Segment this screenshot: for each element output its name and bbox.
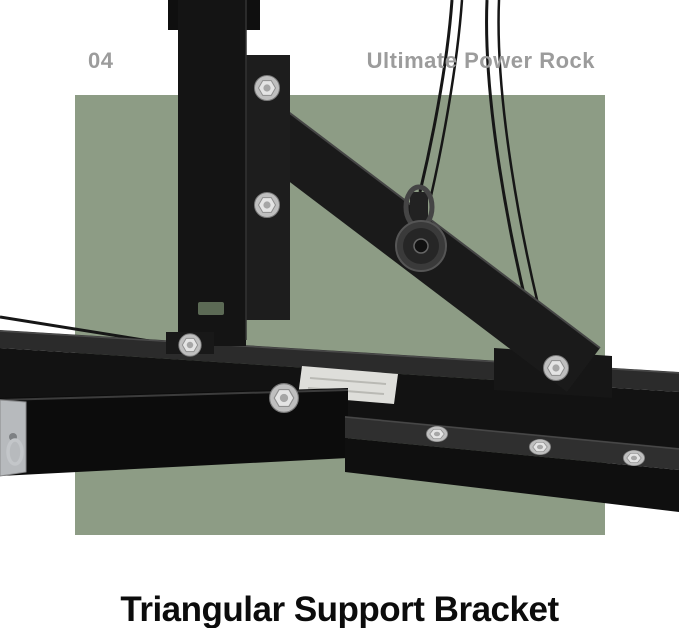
hex-bolt-post-lower	[254, 192, 280, 218]
brand-name: Ultimate Power Rock	[366, 48, 595, 73]
header: 04 Ultimate Power Rock	[88, 48, 595, 74]
hex-bolt-beam-front	[269, 383, 299, 413]
hex-bolt-leg-1	[425, 425, 449, 443]
hex-bolt-bracket-foot	[543, 355, 569, 381]
step-number: 04	[88, 48, 114, 73]
hex-bolt-post-upper	[254, 75, 280, 101]
hex-bolt-leg-3	[622, 449, 646, 467]
hex-bolt-flange	[178, 333, 202, 357]
hex-bolt-leg-2	[528, 438, 552, 456]
post-slot	[198, 302, 224, 315]
carabiner-hook	[6, 438, 24, 466]
upright-post	[168, 0, 290, 346]
feature-title: Triangular Support Bracket	[120, 590, 559, 628]
pulley-assembly	[395, 184, 447, 272]
